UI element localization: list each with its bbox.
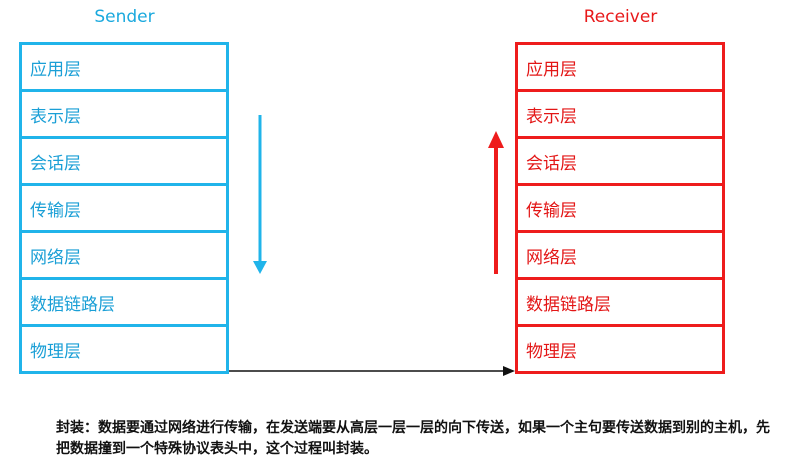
sender-title: Sender (94, 7, 155, 27)
caption-label: 封装： (56, 420, 98, 436)
receiver-layer-network: 网络层 (515, 230, 725, 280)
sender-down-arrow (253, 115, 267, 274)
receiver-title: Receiver (583, 7, 658, 27)
receiver-stack: 应用层 表示层 会话层 传输层 网络层 数据链路层 物理层 (515, 42, 725, 374)
sender-layer-physical: 物理层 (19, 324, 229, 374)
sender-layer-data-link: 数据链路层 (19, 277, 229, 327)
sender-layer-transport: 传输层 (19, 183, 229, 233)
sender-layer-network: 网络层 (19, 230, 229, 280)
receiver-layer-session: 会话层 (515, 136, 725, 186)
caption-text: 数据要通过网络进行传输，在发送端要从高层一层一层的向下传送，如果一个主句要传送数… (56, 420, 770, 457)
receiver-layer-data-link: 数据链路层 (515, 277, 725, 327)
receiver-layer-physical: 物理层 (515, 324, 725, 374)
sender-layer-presentation: 表示层 (19, 89, 229, 139)
sender-layer-session: 会话层 (19, 136, 229, 186)
sender-layer-application: 应用层 (19, 42, 229, 92)
physical-link-arrow (229, 366, 515, 376)
receiver-layer-transport: 传输层 (515, 183, 725, 233)
encapsulation-caption: 封装：数据要通过网络进行传输，在发送端要从高层一层一层的向下传送，如果一个主句要… (56, 418, 776, 460)
receiver-layer-application: 应用层 (515, 42, 725, 92)
sender-stack: 应用层 表示层 会话层 传输层 网络层 数据链路层 物理层 (19, 42, 229, 374)
receiver-layer-presentation: 表示层 (515, 89, 725, 139)
receiver-up-arrow (488, 131, 504, 274)
